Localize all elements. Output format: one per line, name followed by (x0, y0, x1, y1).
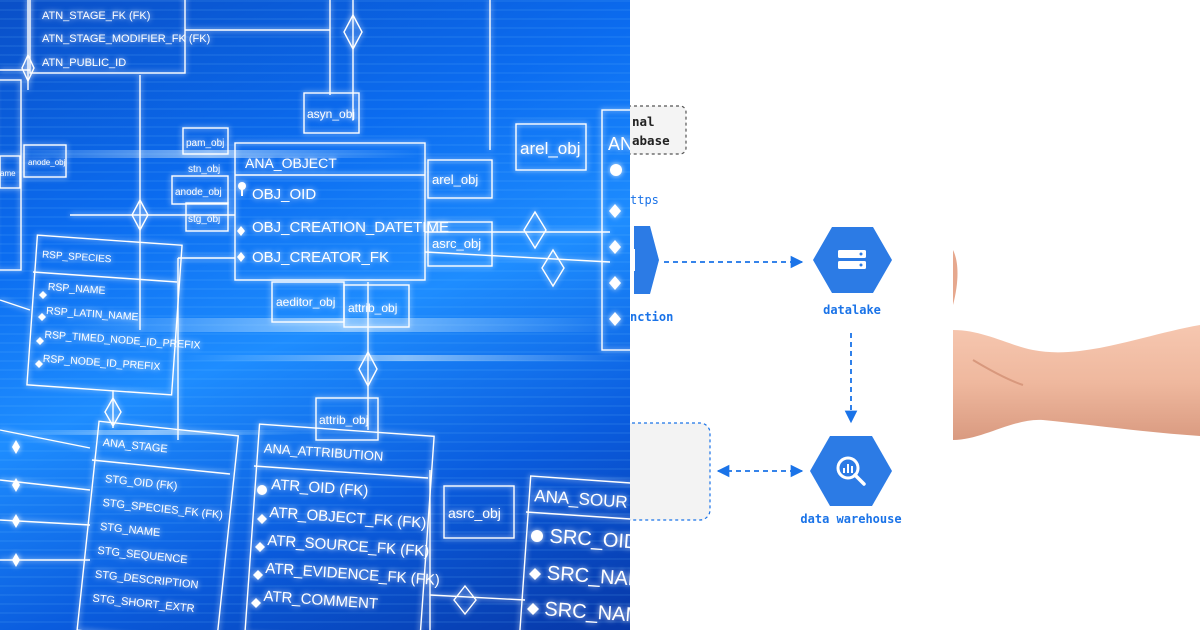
entity-row: OBJ_CREATOR_FK (252, 249, 389, 266)
tag-label: asrc_obj (432, 236, 481, 251)
fk-bullet-icon (237, 226, 245, 236)
fk-bullet-icon (39, 291, 47, 299)
fk-bullet-icon (609, 204, 621, 218)
entity-row: ATR_COMMENT (263, 588, 379, 613)
entity-row: STG_SPECIES_FK (FK) (102, 497, 224, 522)
relationship-diamond (454, 586, 476, 614)
hand-photo-panel (953, 0, 1200, 630)
tag-label: attrib_obj (348, 301, 397, 315)
er-diagram: ATN_STAGE_FK (FK) ATN_STAGE_MODIFIER_FK … (0, 0, 630, 630)
fk-bullet-icon (251, 598, 261, 608)
light-streak (0, 430, 300, 435)
tag-label: asrc_obj (448, 505, 501, 521)
cloud-function-label: nction (630, 310, 673, 324)
connector-line (425, 252, 610, 262)
architecture-diagram: nal abase ttps nction datalake (630, 0, 953, 630)
tag-label: pam_obj (186, 138, 224, 149)
entity-row: STG_SHORT_EXTR (92, 593, 195, 616)
entity-title: ANA_SOUR (534, 486, 629, 511)
entity-title: ANA_STAGE (102, 437, 168, 456)
key-icon (610, 164, 622, 176)
light-streak (60, 318, 620, 332)
cloud-function-hexagon (634, 226, 659, 294)
fk-bullet-icon (12, 440, 20, 454)
hand-photo (953, 0, 1200, 630)
external-database-label-line1: nal (632, 114, 655, 129)
tag-label: asyn_obj (307, 107, 355, 121)
entity-row: STG_OID (FK) (104, 473, 178, 493)
entity-row: RSP_NODE_ID_PREFIX (42, 353, 160, 373)
entity-title: RSP_SPECIES (42, 250, 112, 266)
https-label: ttps (630, 193, 659, 207)
tag-label: attrib_obj (319, 413, 368, 427)
entity-row: OBJ_OID (252, 186, 316, 203)
entity-divider (92, 460, 230, 474)
fk-bullet-icon (255, 542, 265, 552)
entity-row: SRC_NAM (546, 562, 630, 591)
entity-row: SRC_OID (549, 525, 630, 553)
entity-row: STG_DESCRIPTION (94, 569, 199, 592)
entity-row: RSP_NAME (47, 281, 105, 297)
entity-title: AN (608, 134, 630, 154)
tag-label: anode_obj (175, 187, 222, 198)
entity-row: ATR_SOURCE_FK (FK) (267, 532, 430, 560)
fk-bullet-icon (527, 603, 539, 615)
entity-row: SRC_NAM (544, 598, 630, 627)
key-icon (531, 530, 543, 542)
er-diagram-panel: ATN_STAGE_FK (FK) ATN_STAGE_MODIFIER_FK … (0, 0, 630, 630)
fk-bullet-icon (36, 337, 44, 345)
fk-bullet-icon (529, 568, 541, 580)
connector-line (430, 595, 525, 600)
entity-row: ATR_OID (FK) (271, 476, 369, 500)
fk-bullet-icon (237, 252, 245, 262)
entity-row: OBJ_CREATION_DATETIME (252, 219, 449, 236)
tag-label: anode_obj (28, 158, 66, 167)
relationship-diamond (524, 212, 546, 248)
entity-title: ANA_OBJECT (245, 155, 337, 171)
fk-bullet-icon (257, 514, 267, 524)
fk-bullet-icon (12, 514, 20, 528)
external-database-label-line2: abase (632, 133, 670, 148)
client-dashed-box (630, 423, 710, 520)
entity-row: STG_NAME (99, 521, 160, 539)
architecture-diagram-panel: nal abase ttps nction datalake (630, 0, 953, 630)
arm-shape (953, 325, 1200, 440)
key-icon (257, 485, 267, 495)
tag-label: ame (0, 169, 16, 178)
entity-title: ANA_ATTRIBUTION (263, 440, 383, 463)
entity-row: ATR_EVIDENCE_FK (FK) (265, 560, 441, 589)
entity-divider (526, 512, 630, 520)
function-icon (630, 250, 634, 270)
tag-label: aeditor_obj (276, 295, 335, 309)
key-icon (238, 182, 246, 190)
relationship-diamond (542, 250, 564, 286)
light-streak (180, 355, 630, 361)
entity-row: ATN_STAGE_MODIFIER_FK (FK) (42, 33, 210, 45)
fk-bullet-icon (12, 478, 20, 492)
datalake-hexagon (813, 227, 892, 293)
fk-bullet-icon (38, 313, 46, 321)
entity-row: ATR_OBJECT_FK (FK) (269, 504, 427, 532)
connector-line (0, 300, 30, 310)
entity-row: ATN_PUBLIC_ID (42, 57, 126, 69)
fk-bullet-icon (609, 240, 621, 254)
tag-label: stn_obj (188, 164, 220, 175)
tag-label: stg_obj (188, 214, 220, 225)
tag-label: arel_obj (432, 172, 478, 187)
entity-row: STG_SEQUENCE (97, 545, 188, 566)
data-warehouse-label: data warehouse (800, 512, 901, 526)
fk-bullet-icon (12, 553, 20, 567)
key-icon (241, 189, 243, 196)
fk-bullet-icon (253, 570, 263, 580)
fk-bullet-icon (609, 276, 621, 290)
tag-label: arel_obj (520, 139, 581, 158)
entity-row: ATN_STAGE_FK (FK) (42, 10, 150, 22)
datalake-label: datalake (823, 303, 881, 317)
finger-tip (953, 250, 958, 305)
